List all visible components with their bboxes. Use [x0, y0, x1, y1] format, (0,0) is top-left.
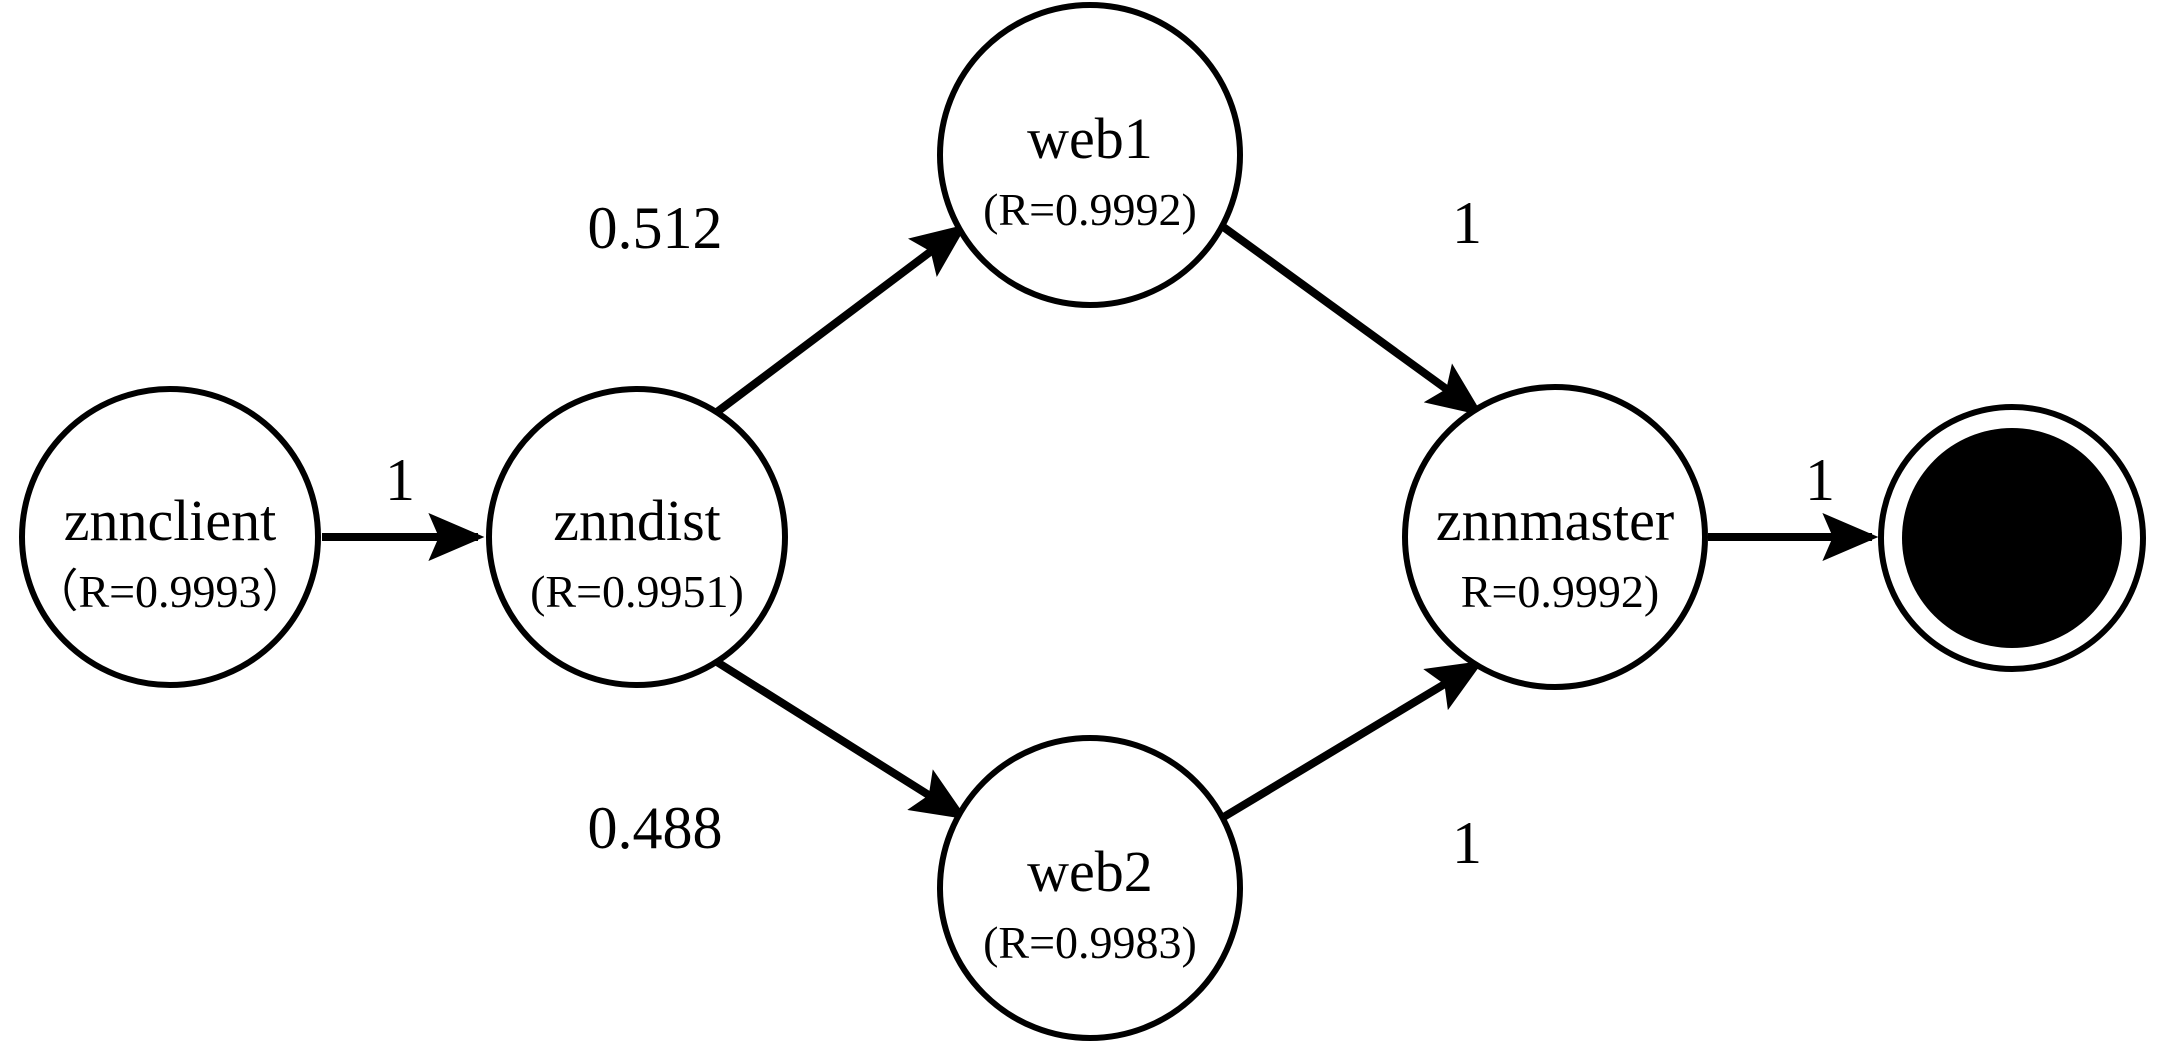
- node-web1[interactable]: web1 (R=0.9992): [937, 2, 1243, 308]
- node-znnclient-sublabel: （R=0.9993）: [32, 566, 307, 617]
- edge-label-znndist-web1: 0.512: [588, 195, 723, 261]
- node-znnclient[interactable]: znnclient （R=0.9993）: [19, 386, 321, 688]
- node-znnclient-circle: [19, 386, 321, 688]
- edge-label-znnclient-znndist: 1: [385, 447, 415, 513]
- node-web1-circle: [937, 2, 1243, 308]
- node-accept-filled-core: [1902, 428, 2122, 648]
- edge-labels-layer: 1 0.512 0.488 1 1 1: [385, 190, 1835, 876]
- node-accept-final-state[interactable]: [1878, 404, 2146, 672]
- node-znnmaster-circle: [1402, 384, 1708, 690]
- node-znnmaster-label: znnmaster: [1436, 488, 1674, 553]
- edge-znndist-web2: [714, 658, 968, 820]
- node-web2-label: web2: [1027, 839, 1153, 904]
- edges-layer: [322, 222, 1879, 822]
- edge-label-web1-znnmaster: 1: [1452, 190, 1482, 256]
- edge-label-znnmaster-accept: 1: [1805, 447, 1835, 513]
- node-znnmaster[interactable]: znnmaster R=0.9992): [1402, 384, 1708, 690]
- node-znndist[interactable]: znndist (R=0.9951): [486, 386, 788, 688]
- node-znnmaster-sublabel: R=0.9992): [1461, 566, 1659, 617]
- node-znndist-sublabel: (R=0.9951): [530, 566, 744, 617]
- node-znnclient-label: znnclient: [64, 488, 277, 553]
- node-web2[interactable]: web2 (R=0.9983): [937, 735, 1243, 1041]
- node-web2-sublabel: (R=0.9983): [983, 917, 1197, 968]
- edge-label-znndist-web2: 0.488: [588, 795, 723, 861]
- node-znndist-circle: [486, 386, 788, 688]
- edge-znndist-web1: [714, 224, 968, 416]
- node-web1-sublabel: (R=0.9992): [983, 184, 1197, 235]
- node-znndist-label: znndist: [553, 488, 721, 553]
- node-web1-label: web1: [1027, 106, 1153, 171]
- edge-web2-znnmaster: [1219, 660, 1484, 822]
- nodes-layer: znnclient （R=0.9993） znndist (R=0.9951) …: [19, 2, 2146, 1041]
- node-web2-circle: [937, 735, 1243, 1041]
- edge-label-web2-znnmaster: 1: [1452, 810, 1482, 876]
- edge-web1-znnmaster: [1219, 222, 1484, 416]
